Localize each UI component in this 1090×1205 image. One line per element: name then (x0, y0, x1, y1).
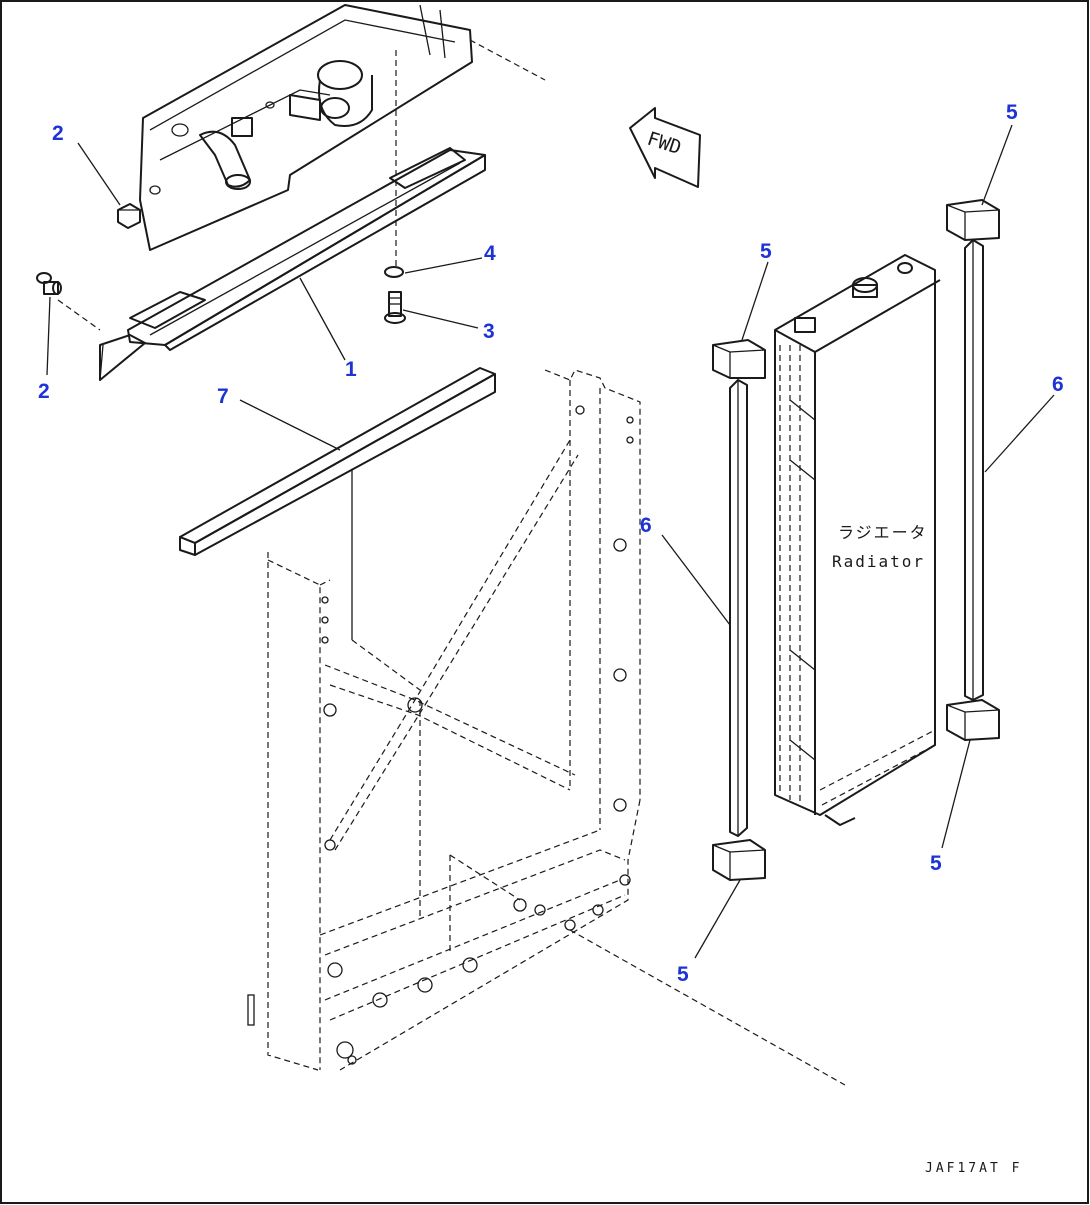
callout-3: 3 (483, 320, 495, 343)
leader-lines (46, 124, 1055, 959)
callout-6-right: 6 (1052, 373, 1064, 396)
bolt-part-3 (384, 291, 406, 324)
seal-block-part-5-left-bottom (712, 839, 766, 881)
fwd-arrow-sign: FWD (629, 107, 701, 188)
callout-1: 1 (345, 358, 357, 381)
callout-5-right-top: 5 (1006, 101, 1018, 124)
callout-6-left: 6 (640, 514, 652, 537)
drawing-code: JAF17AT F (925, 1161, 1022, 1176)
callout-5-left-bottom: 5 (677, 963, 689, 986)
upper-bracket-assembly (139, 4, 546, 251)
callout-2-lower: 2 (38, 380, 50, 403)
foam-bar-part-7 (179, 367, 496, 640)
callouts: 2 2 1 3 4 7 5 6 5 5 6 5 (38, 101, 1064, 986)
callout-5-right-bottom: 5 (930, 852, 942, 875)
radiator-en-label: Radiator (832, 552, 925, 571)
callout-4: 4 (484, 242, 496, 265)
fwd-label: FWD (644, 128, 683, 160)
nut-part-2-upper (117, 203, 141, 229)
callout-5-left-top: 5 (760, 240, 772, 263)
seal-block-part-5-left-top (712, 339, 766, 379)
seal-strip-part-6-right (964, 239, 984, 701)
callout-2-upper: 2 (52, 122, 64, 145)
seal-strip-part-6-left (729, 379, 748, 837)
callout-7: 7 (217, 385, 229, 408)
shroud-frame (247, 369, 846, 1086)
seal-block-part-5-right-bottom (946, 699, 1000, 741)
radiator-jp-label: ラジエータ (838, 523, 928, 542)
radiator-core: ラジエータ Radiator (774, 254, 941, 826)
seal-block-part-5-right-top (946, 199, 1000, 241)
top-bar-part-1 (57, 147, 486, 381)
bolt-part-2-lower (36, 272, 62, 295)
pipe-elbow (149, 60, 373, 195)
washer-part-4 (384, 50, 404, 278)
